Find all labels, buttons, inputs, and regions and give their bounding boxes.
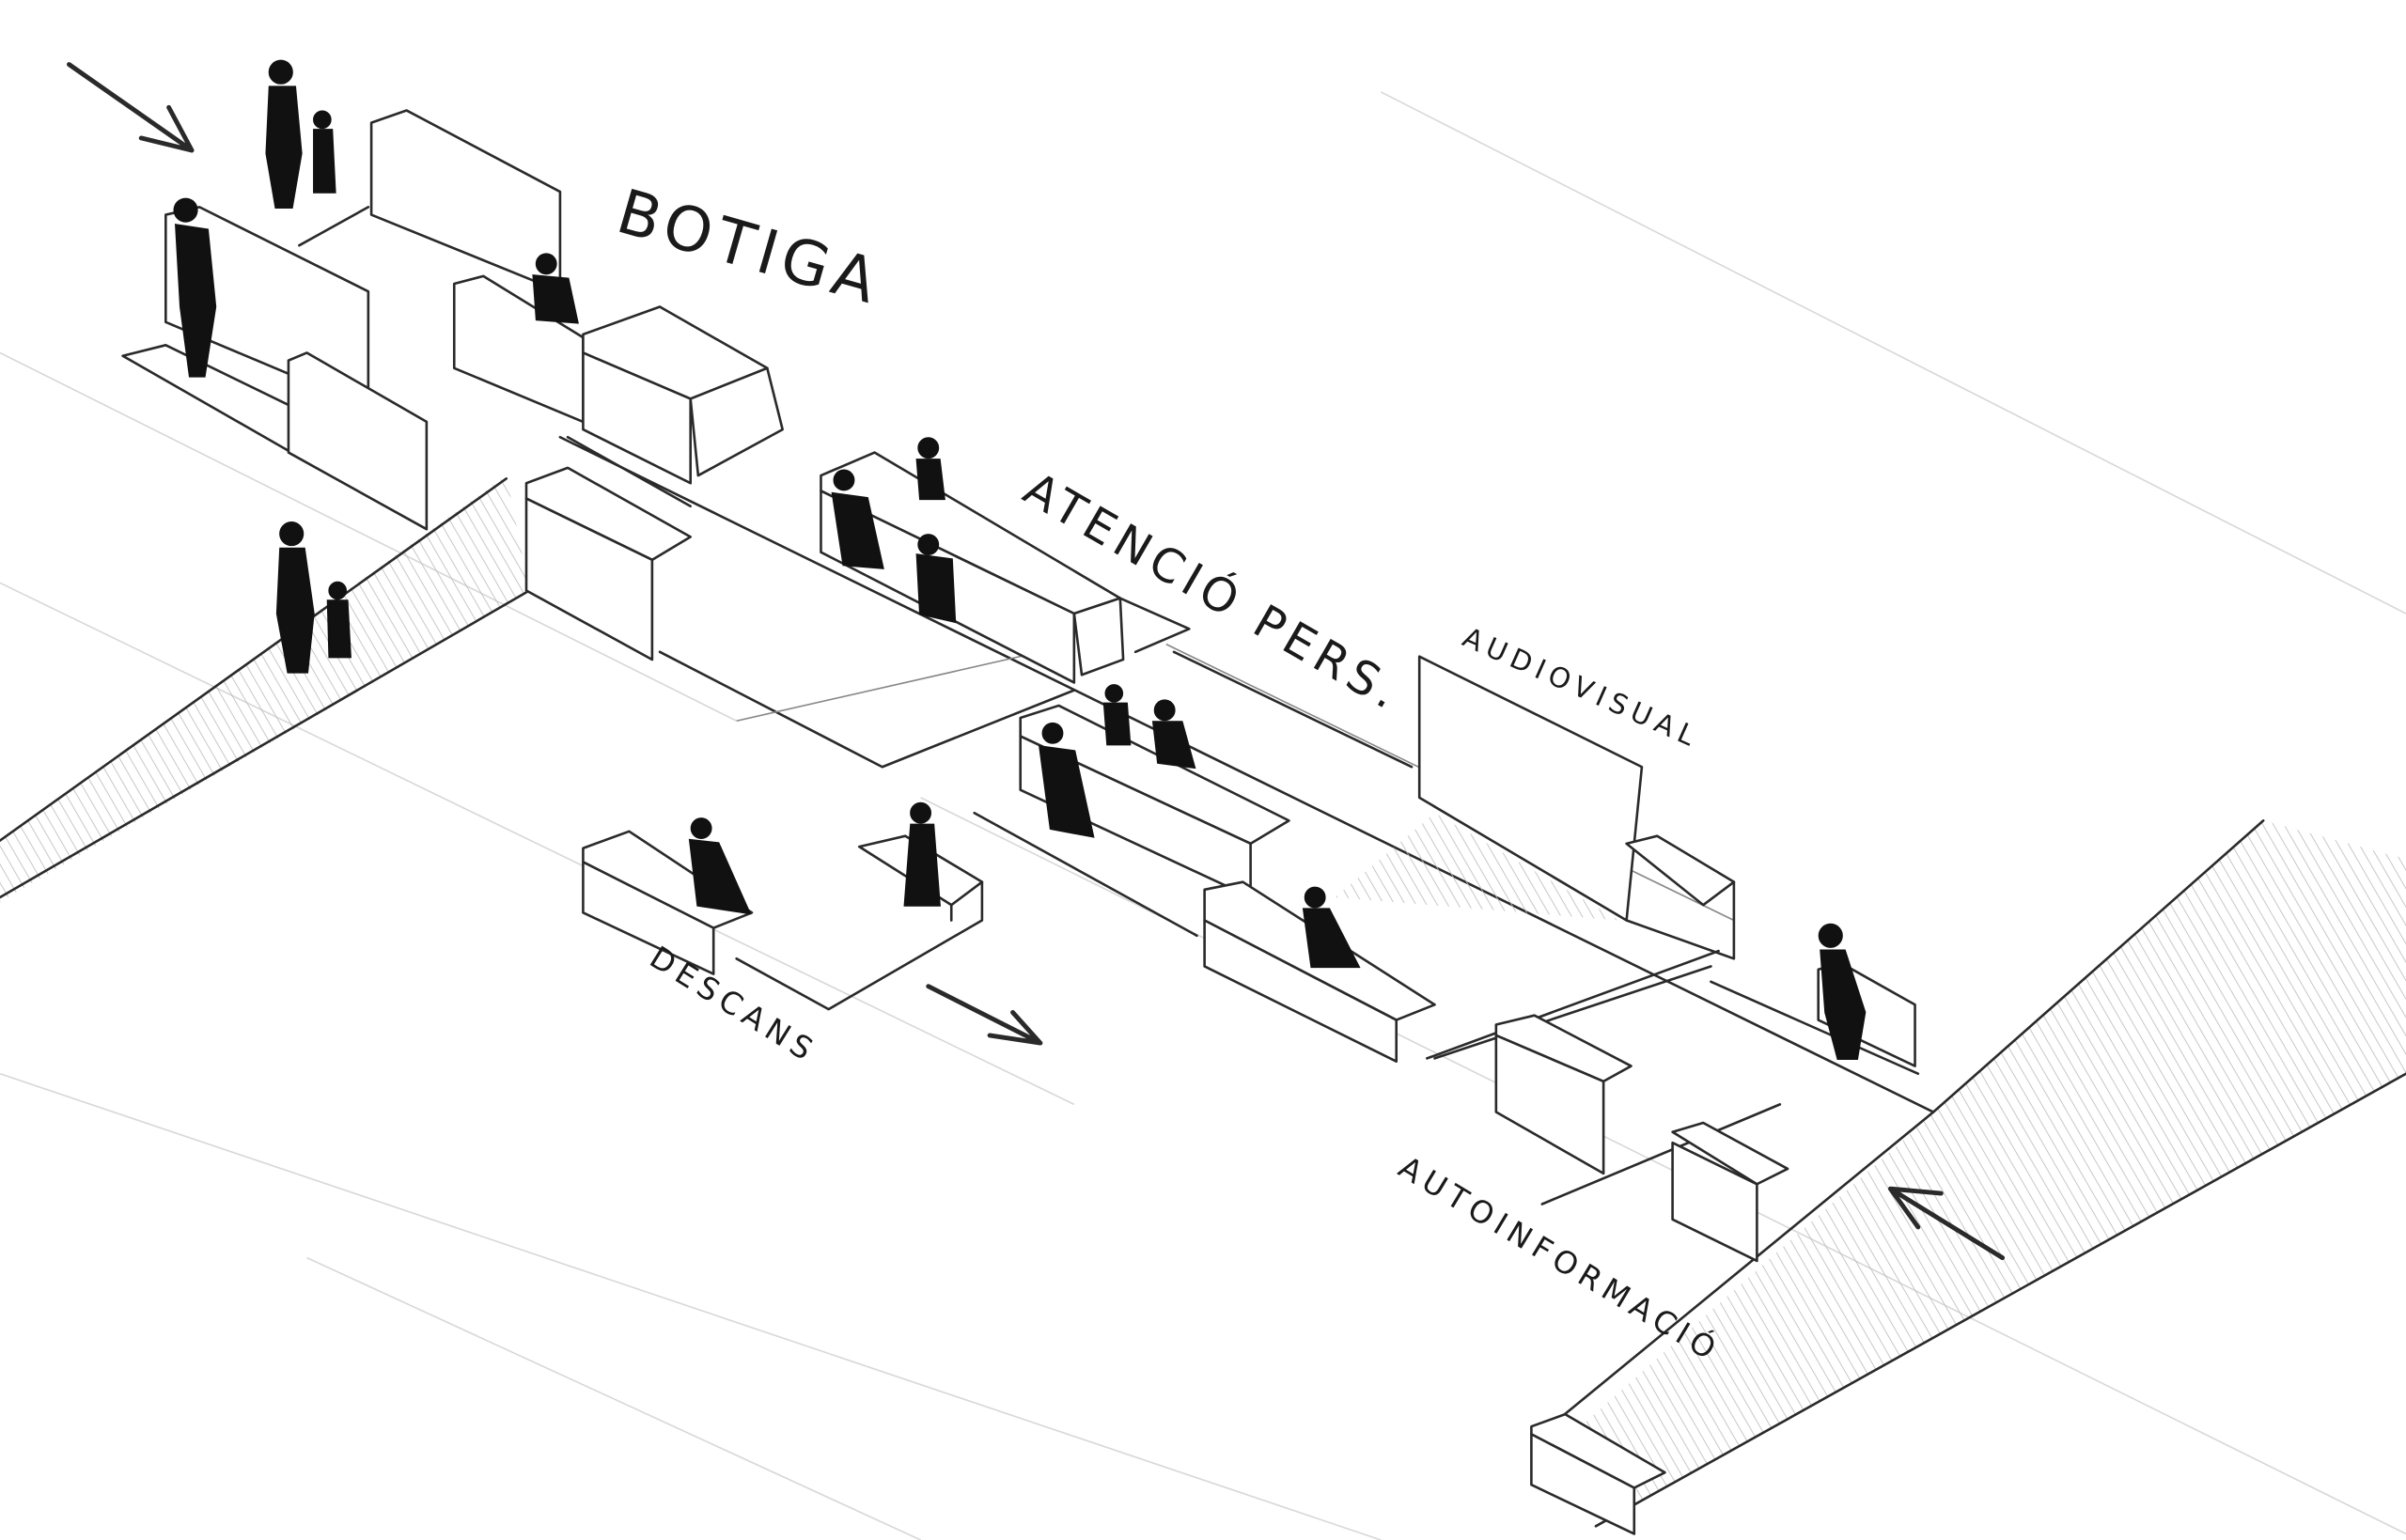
shop-furniture: [121, 109, 784, 661]
arrow-icon: [67, 62, 195, 153]
person-figure: [831, 469, 884, 569]
person-figure: [326, 581, 352, 659]
arrow-icon: [926, 984, 1043, 1046]
left-walkway: [0, 475, 531, 902]
audiovisual-area: [1019, 655, 1736, 1063]
right-walkway: [1548, 819, 2406, 1528]
person-figure: [915, 437, 945, 501]
label-rest: DESCANS: [644, 940, 824, 1071]
person-figure: [1151, 699, 1196, 770]
flow-arrows: [67, 62, 2006, 1261]
arrow-icon: [1887, 1186, 2006, 1261]
person-figure: [1102, 684, 1132, 746]
person-figure: [265, 59, 303, 210]
person-figure: [173, 197, 217, 378]
person-figure: [532, 253, 579, 324]
person-figure: [688, 817, 752, 915]
person-figure: [313, 110, 336, 194]
label-shop: BOTIGA: [610, 176, 890, 319]
person-figure: [1302, 886, 1361, 969]
person-figure: [275, 521, 315, 674]
person-figure: [903, 801, 941, 907]
person-figure: [915, 534, 957, 624]
construction-lines: [0, 91, 2406, 1540]
person-figure: [1818, 923, 1867, 1061]
people-figures: [173, 59, 1867, 1061]
person-figure: [1039, 722, 1095, 838]
